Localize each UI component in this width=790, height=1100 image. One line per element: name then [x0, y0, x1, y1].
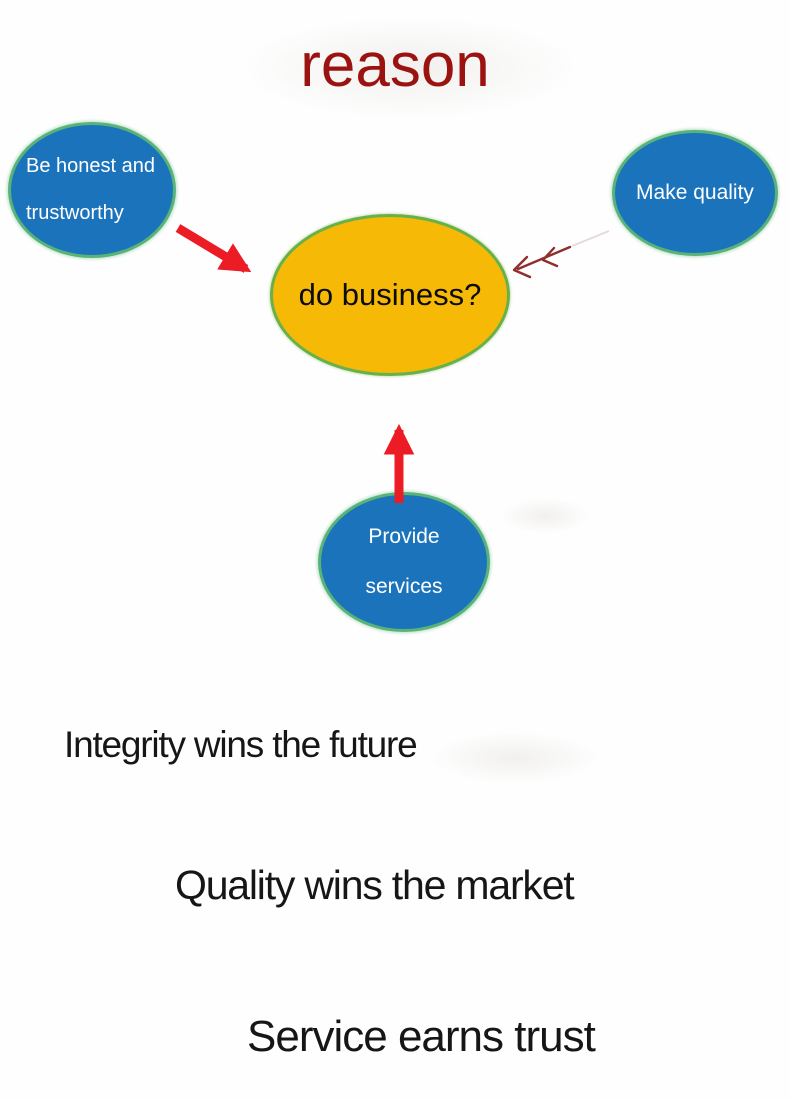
node-provide-services-line1: Provide	[368, 525, 440, 548]
background-artifact	[500, 498, 590, 534]
node-be-honest-line1: Be honest and	[26, 155, 155, 177]
slogan-quality: Quality wins the market	[175, 862, 575, 908]
background-artifact	[430, 732, 600, 784]
arrow-quality-to-business	[512, 245, 572, 279]
node-do-business: do business?	[270, 214, 510, 376]
node-provide-services: Provide services	[318, 492, 490, 632]
node-make-quality-line1: Make quality	[636, 181, 754, 204]
arrow-quality-faint-segment	[571, 230, 610, 247]
node-make-quality: Make quality	[612, 130, 778, 256]
arrow-honest-to-business	[175, 224, 252, 273]
background-artifact	[240, 16, 580, 120]
page-title: reason	[300, 31, 490, 100]
node-provide-services-line2: services	[365, 575, 443, 598]
slogan-integrity: Integrity wins the future	[64, 724, 418, 765]
slogan-service: Service earns trust	[247, 1012, 596, 1061]
node-be-honest: Be honest and trustworthy	[8, 122, 176, 258]
node-do-business-line1: do business?	[298, 277, 482, 312]
node-be-honest-line2: trustworthy	[26, 202, 124, 224]
